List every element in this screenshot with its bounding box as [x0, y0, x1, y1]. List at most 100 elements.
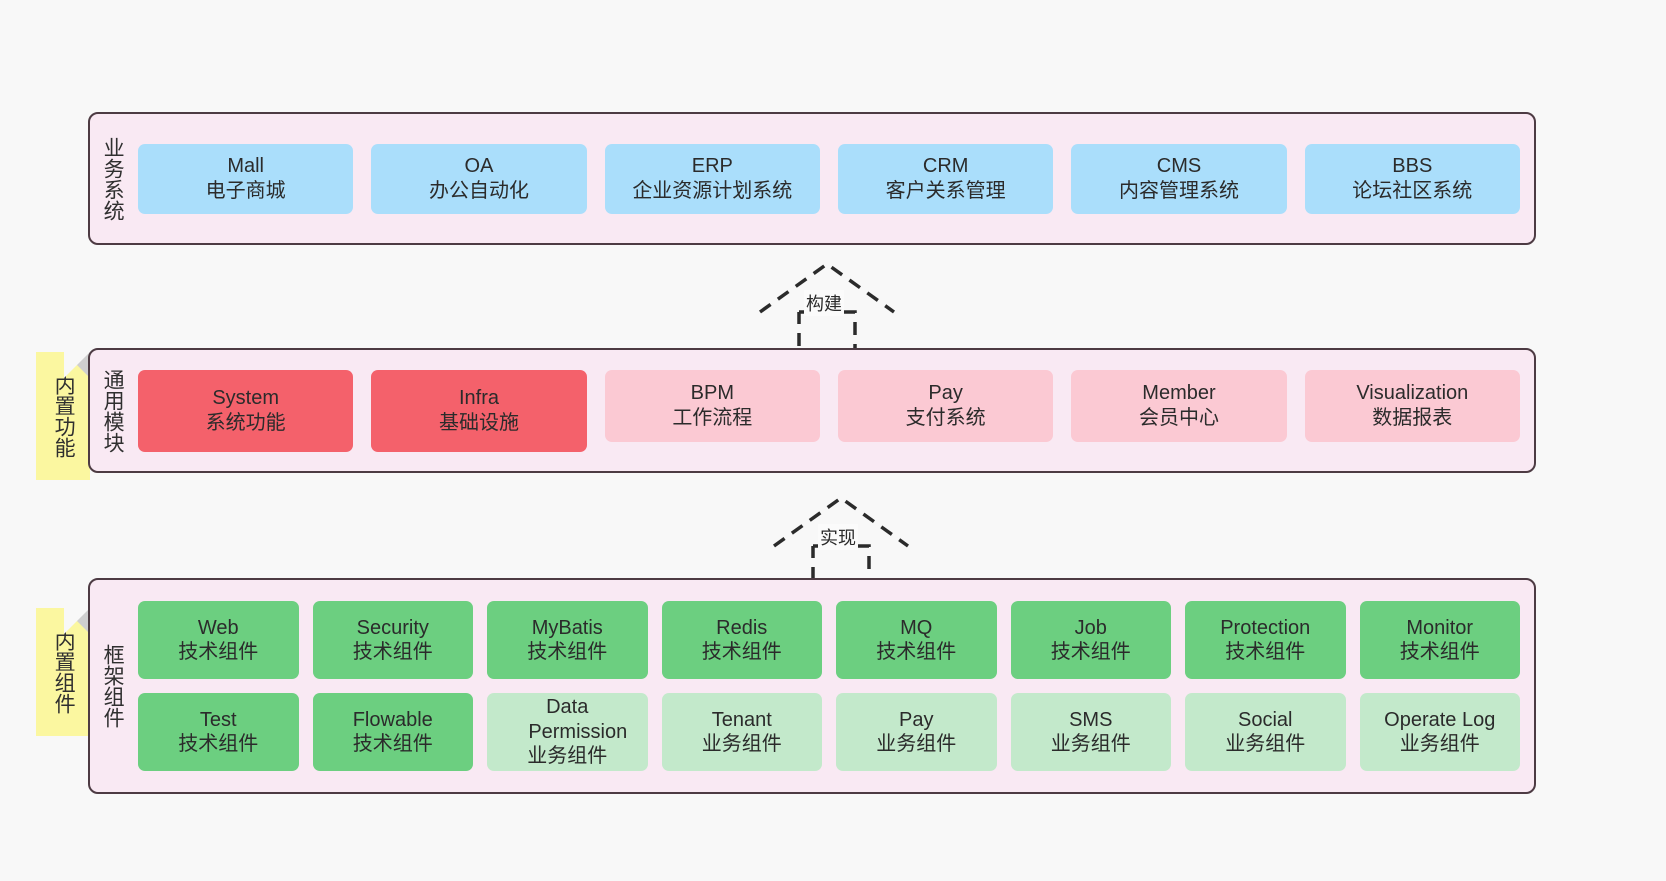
- box-label-cn: 电子商城: [205, 179, 286, 202]
- box-test[interactable]: Test 技术组件: [138, 693, 299, 771]
- box-label-en: OA: [464, 155, 494, 178]
- box-system[interactable]: System 系统功能: [138, 369, 354, 452]
- box-label-cn: 会员中心: [1138, 406, 1219, 429]
- box-label-en: BPM: [690, 382, 734, 405]
- layer-module-boxes: System 系统功能 Infra 基础设施 BPM 工作流程 Pay 支付系统…: [134, 350, 1534, 471]
- box-protection[interactable]: Protection 技术组件: [1185, 601, 1346, 679]
- connector-build: 构建: [752, 258, 912, 352]
- box-mq[interactable]: MQ 技术组件: [836, 601, 997, 679]
- box-sms[interactable]: SMS 业务组件: [1010, 693, 1171, 771]
- box-label-en: Visualization: [1356, 382, 1469, 405]
- box-job[interactable]: Job 技术组件: [1010, 601, 1171, 679]
- box-label-en: Mall: [227, 155, 264, 178]
- sticky-fold-cut-icon: [64, 352, 90, 378]
- box-visualization[interactable]: Visualization 数据报表: [1304, 369, 1520, 442]
- box-social[interactable]: Social 业务组件: [1185, 693, 1346, 771]
- layer-framework-boxes: Web 技术组件 Security 技术组件 MyBatis 技术组件 Redi…: [134, 580, 1534, 792]
- box-data-permission[interactable]: Data Permission 业务组件: [487, 693, 648, 771]
- box-label-en: CMS: [1156, 155, 1202, 178]
- box-label-en: Social: [1238, 708, 1293, 731]
- box-web[interactable]: Web 技术组件: [138, 601, 299, 679]
- box-bpm[interactable]: BPM 工作流程: [604, 369, 820, 442]
- box-label-en: ERP: [691, 155, 733, 178]
- box-label-cn: 技术组件: [178, 733, 259, 755]
- layer-title-business-system: 业务系统: [101, 136, 125, 221]
- box-label-cn: 工作流程: [672, 406, 753, 429]
- layer-business-boxes: Mall 电子商城 OA 办公自动化 ERP 企业资源计划系统 CRM 客户关系…: [134, 114, 1534, 243]
- box-label-cn: 技术组件: [527, 641, 608, 663]
- box-label-cn: 业务组件: [1399, 733, 1480, 755]
- connector-implement: 实现: [766, 492, 926, 586]
- box-mybatis[interactable]: MyBatis 技术组件: [487, 601, 648, 679]
- box-label-cn: 技术组件: [178, 641, 259, 663]
- layer-common-module: 通用模块 System 系统功能 Infra 基础设施 BPM 工作流程 Pay…: [88, 348, 1536, 473]
- box-bbs[interactable]: BBS 论坛社区系统: [1304, 143, 1520, 214]
- box-label-en: Security: [356, 616, 429, 639]
- box-label-cn: 技术组件: [701, 641, 782, 663]
- box-label-en: MyBatis: [531, 616, 603, 639]
- sticky-note-builtin-function: 内置功能: [36, 352, 90, 480]
- box-label-en: SMS: [1069, 708, 1113, 731]
- box-mall[interactable]: Mall 电子商城: [138, 143, 354, 214]
- box-label-en: MQ: [900, 616, 933, 639]
- box-label-cn: 技术组件: [1225, 641, 1306, 663]
- box-erp[interactable]: ERP 企业资源计划系统: [604, 143, 820, 214]
- box-flowable[interactable]: Flowable 技术组件: [312, 693, 473, 771]
- connector-implement-label: 实现: [818, 524, 858, 550]
- box-label-cn: 业务组件: [701, 733, 782, 755]
- box-label-cn: 办公自动化: [428, 179, 529, 202]
- layer-framework-component: 框架组件 Web 技术组件 Security 技术组件 MyBatis 技术组件…: [88, 578, 1536, 794]
- box-tenant[interactable]: Tenant 业务组件: [661, 693, 822, 771]
- box-label-cn: 技术组件: [352, 641, 433, 663]
- box-operate-log[interactable]: Operate Log 业务组件: [1359, 693, 1520, 771]
- layer-title-framework-component: 框架组件: [101, 644, 125, 728]
- box-pay-component[interactable]: Pay 业务组件: [836, 693, 997, 771]
- box-label-cn: 内容管理系统: [1118, 179, 1239, 202]
- box-member[interactable]: Member 会员中心: [1071, 369, 1287, 442]
- connector-build-label: 构建: [804, 290, 844, 316]
- box-label-en: Flowable: [352, 708, 433, 731]
- box-security[interactable]: Security 技术组件: [312, 601, 473, 679]
- box-monitor[interactable]: Monitor 技术组件: [1359, 601, 1520, 679]
- sticky-note-label: 内置功能: [52, 374, 76, 458]
- box-label-cn: 业务组件: [876, 733, 957, 755]
- box-label-en: CRM: [922, 155, 969, 178]
- box-oa[interactable]: OA 办公自动化: [371, 143, 587, 214]
- box-label-en: Web: [197, 616, 239, 639]
- box-label-en: Infra: [458, 387, 499, 410]
- box-label-en: Monitor: [1406, 616, 1474, 639]
- box-label-en: BBS: [1392, 155, 1433, 178]
- box-label-en: Redis: [716, 616, 768, 639]
- sticky-note-builtin-component: 内置组件: [36, 608, 90, 736]
- box-infra[interactable]: Infra 基础设施: [371, 369, 587, 452]
- box-label-en: Test: [199, 708, 237, 731]
- box-label-cn: 数据报表: [1372, 406, 1453, 429]
- box-row: System 系统功能 Infra 基础设施 BPM 工作流程 Pay 支付系统…: [138, 369, 1520, 452]
- box-label-cn: 基础设施: [438, 411, 519, 434]
- box-label-cn: 技术组件: [352, 733, 433, 755]
- box-label-cn: 业务组件: [1050, 733, 1131, 755]
- sticky-fold-cut-icon: [64, 608, 90, 634]
- box-pay[interactable]: Pay 支付系统: [837, 369, 1054, 442]
- box-label-cn: 技术组件: [876, 641, 957, 663]
- box-row: Mall 电子商城 OA 办公自动化 ERP 企业资源计划系统 CRM 客户关系…: [138, 143, 1520, 214]
- box-redis[interactable]: Redis 技术组件: [661, 601, 822, 679]
- layer-title-common-module: 通用模块: [101, 368, 125, 453]
- box-row-business: Test 技术组件 Flowable 技术组件 Data Permission …: [138, 693, 1520, 771]
- box-label-en: Protection: [1220, 616, 1311, 639]
- box-label-en: System: [212, 387, 279, 410]
- box-label-en: Tenant: [711, 708, 772, 731]
- box-label-en: Job: [1074, 616, 1107, 639]
- box-label-en: Member: [1142, 382, 1216, 405]
- layer-business-system: 业务系统 Mall 电子商城 OA 办公自动化 ERP 企业资源计划系统 CRM…: [88, 112, 1536, 245]
- box-row-tech: Web 技术组件 Security 技术组件 MyBatis 技术组件 Redi…: [138, 601, 1520, 679]
- box-label-cn: 客户关系管理: [885, 179, 1006, 202]
- box-label-en: Pay: [928, 382, 963, 405]
- box-label-cn: 支付系统: [905, 406, 986, 429]
- box-crm[interactable]: CRM 客户关系管理: [837, 143, 1054, 214]
- box-label-cn: 企业资源计划系统: [632, 179, 793, 202]
- box-cms[interactable]: CMS 内容管理系统: [1071, 143, 1287, 214]
- box-label-en: Data Permission: [528, 696, 628, 743]
- box-label-en: Operate Log: [1384, 708, 1496, 731]
